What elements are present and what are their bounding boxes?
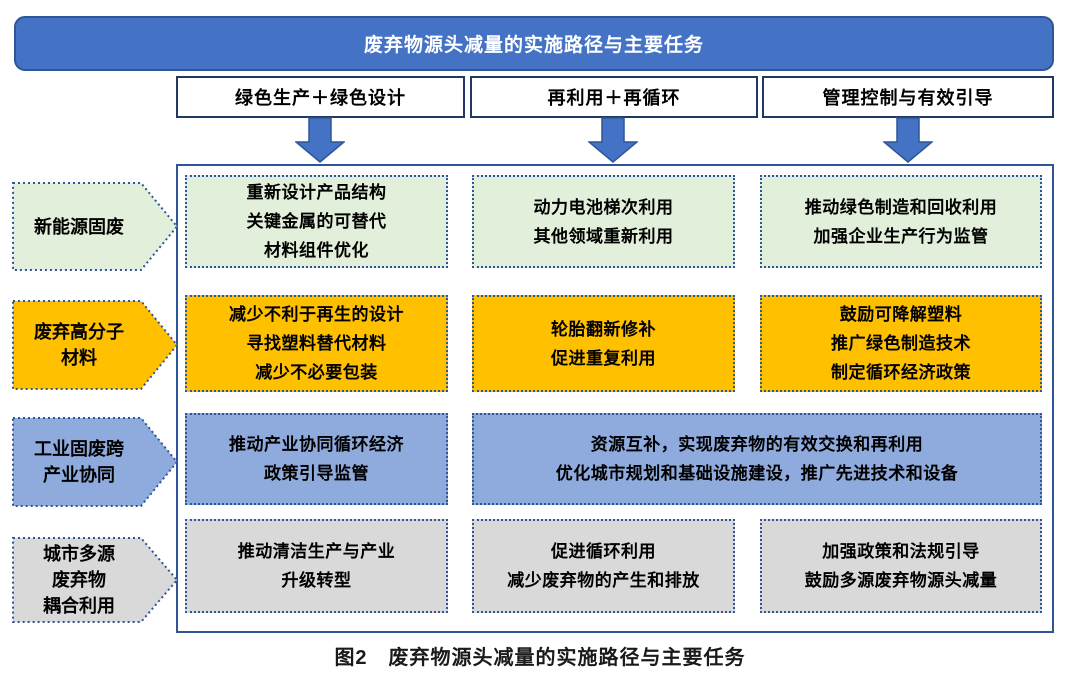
cell-row1-col3: 推动绿色制造和回收利用 加强企业生产行为监管 — [760, 175, 1042, 268]
cell-row4-col2: 促进循环利用 减少废弃物的产生和排放 — [472, 519, 735, 613]
down-arrow-shape — [588, 117, 638, 163]
column-header-management-guidance: 管理控制与有效引导 — [762, 76, 1054, 118]
figure-title: 废弃物源头减量的实施路径与主要任务 — [363, 35, 704, 56]
pentagon-shape — [12, 182, 178, 271]
pentagon-arrow-icon — [12, 300, 178, 390]
figure-caption: 图2 废弃物源头减量的实施路径与主要任务 — [334, 647, 746, 669]
cell-row3-col1: 推动产业协同循环经济 政策引导监管 — [185, 413, 448, 505]
cell-row4-col1: 推动清洁生产与产业 升级转型 — [185, 519, 448, 613]
row-label-text: 工业固废跨 产业协同 — [34, 439, 124, 485]
row-label-industrial-cross-industry-synergy: 工业固废跨 产业协同 — [12, 417, 178, 507]
down-arrow-shape — [883, 117, 933, 163]
cell-row2-col2: 轮胎翻新修补 促进重复利用 — [472, 295, 735, 392]
row-label-waste-polymer-materials: 废弃高分子 材料 — [12, 300, 178, 390]
row-label-urban-multisource-waste-coupling: 城市多源 废弃物 耦合利用 — [12, 537, 178, 623]
row-label-new-energy-solid-waste: 新能源固废 — [12, 182, 178, 271]
column-header-label: 管理控制与有效引导 — [822, 88, 994, 108]
cell-row1-col1: 重新设计产品结构 关键金属的可替代 材料组件优化 — [185, 175, 448, 268]
pentagon-shape — [12, 417, 178, 507]
column-header-label: 再利用＋再循环 — [547, 88, 681, 108]
cell-row2-col3: 鼓励可降解塑料 推广绿色制造技术 制定循环经济政策 — [760, 295, 1042, 392]
row-label-text: 新能源固废 — [34, 216, 124, 237]
pentagon-arrow-icon — [12, 537, 178, 623]
title-banner: 废弃物源头减量的实施路径与主要任务 — [14, 16, 1054, 71]
down-arrow-icon — [883, 117, 933, 163]
down-arrow-shape — [295, 117, 345, 163]
down-arrow-icon — [588, 117, 638, 163]
column-header-label: 绿色生产＋绿色设计 — [235, 88, 406, 108]
pentagon-arrow-icon — [12, 182, 178, 271]
pentagon-arrow-icon — [12, 417, 178, 507]
pentagon-shape — [12, 537, 178, 623]
column-header-green-production: 绿色生产＋绿色设计 — [176, 76, 465, 118]
column-header-reuse-recycle: 再利用＋再循环 — [470, 76, 758, 118]
row-label-text: 城市多源 废弃物 耦合利用 — [43, 544, 115, 616]
down-arrow-icon — [295, 117, 345, 163]
cell-row2-col1: 减少不利于再生的设计 寻找塑料替代材料 减少不必要包装 — [185, 295, 448, 392]
cell-row3-col2-3-merged: 资源互补，实现废弃物的有效交换和再利用 优化城市规划和基础设施建设，推广先进技术… — [472, 413, 1042, 505]
cell-row4-col3: 加强政策和法规引导 鼓励多源废弃物源头减量 — [760, 519, 1042, 613]
pentagon-shape — [12, 300, 178, 390]
cell-row1-col2: 动力电池梯次利用 其他领域重新利用 — [472, 175, 735, 268]
row-label-text: 废弃高分子 材料 — [34, 322, 124, 368]
